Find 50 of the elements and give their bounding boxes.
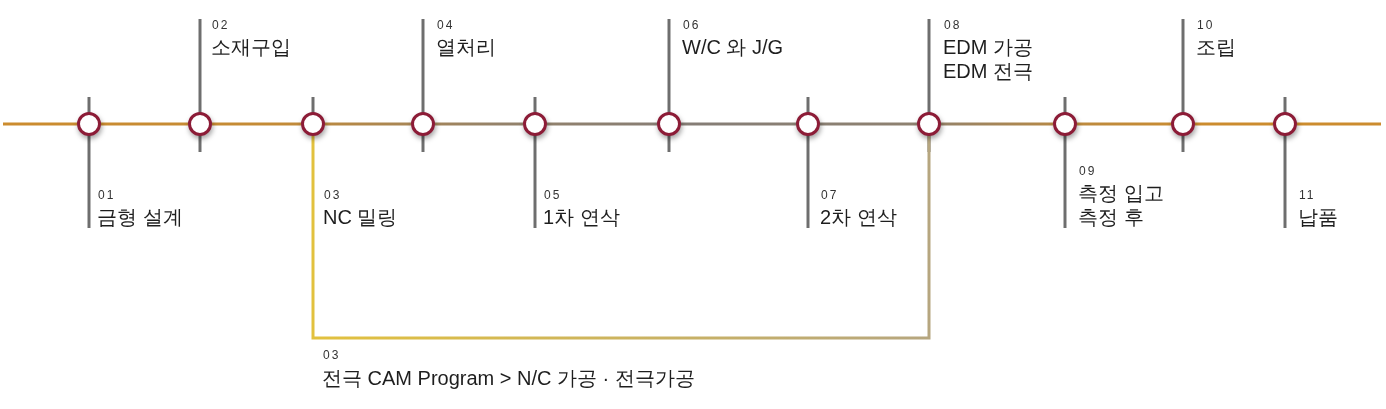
step-title: 전극 CAM Program > N/C 가공 · 전극가공 — [322, 366, 695, 390]
timeline-line — [3, 122, 77, 126]
step-title: 금형 설계 — [97, 205, 183, 229]
step-title: W/C 와 J/G — [682, 35, 784, 59]
timeline-line — [325, 122, 411, 126]
timeline-line — [1077, 122, 1171, 126]
step-title: 1차 연삭 — [543, 205, 620, 229]
timeline-line — [820, 122, 917, 126]
step-marker — [1272, 111, 1298, 137]
timeline-line — [212, 122, 301, 126]
timeline-line — [681, 122, 796, 126]
step-title: 조립 — [1196, 35, 1236, 59]
step-marker — [410, 111, 436, 137]
step-title: 열처리 — [436, 35, 496, 59]
step-marker — [300, 111, 326, 137]
step-number: 01 — [98, 188, 116, 202]
step-number: 06 — [683, 18, 701, 32]
timeline-line — [435, 122, 523, 126]
step-title: NC 밀링 — [323, 205, 398, 229]
step-marker — [76, 111, 102, 137]
step-number: 05 — [544, 188, 562, 202]
step-marker — [656, 111, 682, 137]
step-title: 소재구입 — [211, 35, 291, 59]
step-number: 03 — [323, 348, 341, 362]
step-number: 04 — [437, 18, 455, 32]
step-number: 02 — [212, 18, 230, 32]
step-title: 납품 — [1298, 205, 1338, 229]
timeline-line — [101, 122, 188, 126]
step-title: 측정 입고 — [1078, 181, 1164, 205]
step-number: 11 — [1299, 188, 1316, 202]
step-number: 09 — [1079, 164, 1097, 178]
timeline-line — [1297, 122, 1381, 126]
timeline-line — [547, 122, 657, 126]
timeline-line — [941, 122, 1053, 126]
step-number: 08 — [944, 18, 962, 32]
branch-line — [311, 136, 931, 340]
step-marker — [187, 111, 213, 137]
timeline-line — [1195, 122, 1273, 126]
step-title: 2차 연삭 — [820, 205, 897, 229]
step-number: 10 — [1197, 18, 1215, 32]
step-marker — [522, 111, 548, 137]
step-title: EDM 전극 — [943, 59, 1033, 83]
step-title: 측정 후 — [1078, 205, 1144, 229]
step-marker — [1052, 111, 1078, 137]
step-marker — [916, 111, 942, 137]
step-marker — [1170, 111, 1196, 137]
step-title: EDM 가공 — [943, 35, 1033, 59]
step-number: 07 — [821, 188, 839, 202]
step-marker — [795, 111, 821, 137]
step-number: 03 — [324, 188, 342, 202]
